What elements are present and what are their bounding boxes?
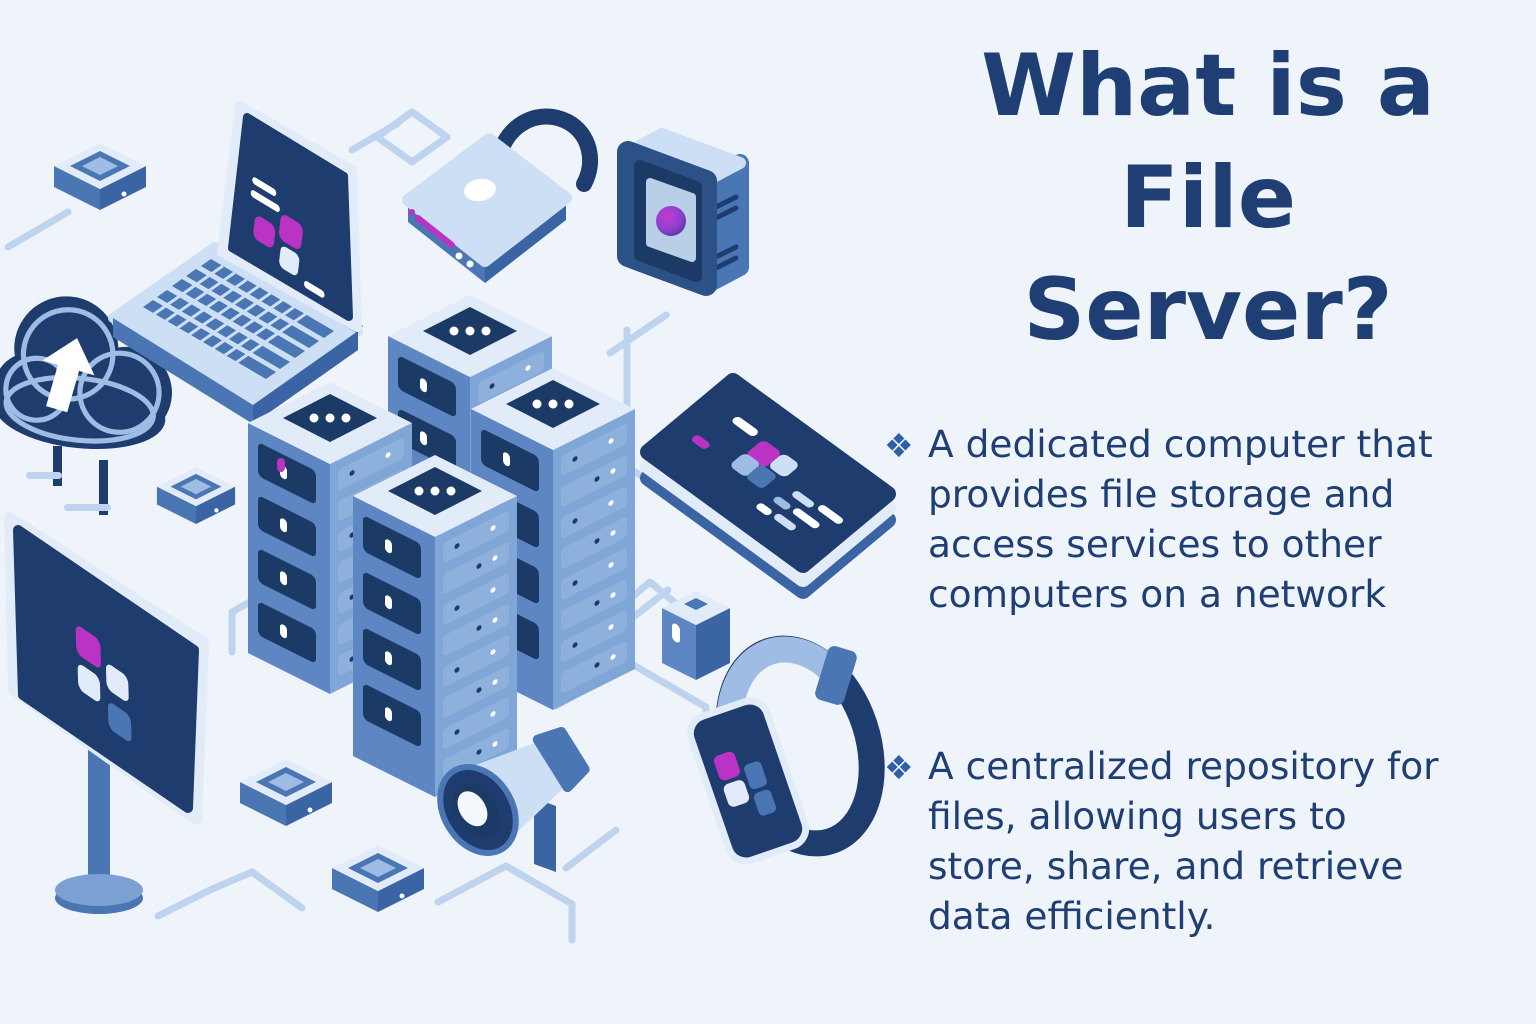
smartphone-icon (640, 373, 896, 599)
smartwatch-icon (686, 635, 885, 865)
laptop-icon (108, 101, 363, 424)
storage-box-icon (156, 467, 236, 524)
storage-box-icon (54, 143, 146, 210)
mini-pc-icon (617, 128, 749, 296)
server-indicator-light (277, 458, 285, 472)
desktop-monitor-icon (4, 512, 209, 914)
diamond-bullet-icon: ❖ (884, 748, 914, 787)
storage-box-icon (240, 759, 332, 826)
illustration-panel (0, 101, 896, 944)
megaphone-icon (437, 726, 590, 872)
title-line: Server? (1023, 260, 1393, 360)
storage-box-icon (332, 845, 424, 912)
cloud-upload-icon (0, 296, 172, 515)
isometric-illustration (0, 101, 896, 944)
padlock-storage-icon (402, 108, 599, 283)
diamond-bullet-icon: ❖ (884, 426, 914, 465)
diamond-outline-icon (373, 108, 451, 166)
storage-cube-icon (662, 591, 730, 680)
server-rack-icon (353, 455, 517, 797)
title-line: File (1119, 148, 1297, 248)
title-line: What is a (981, 36, 1435, 136)
